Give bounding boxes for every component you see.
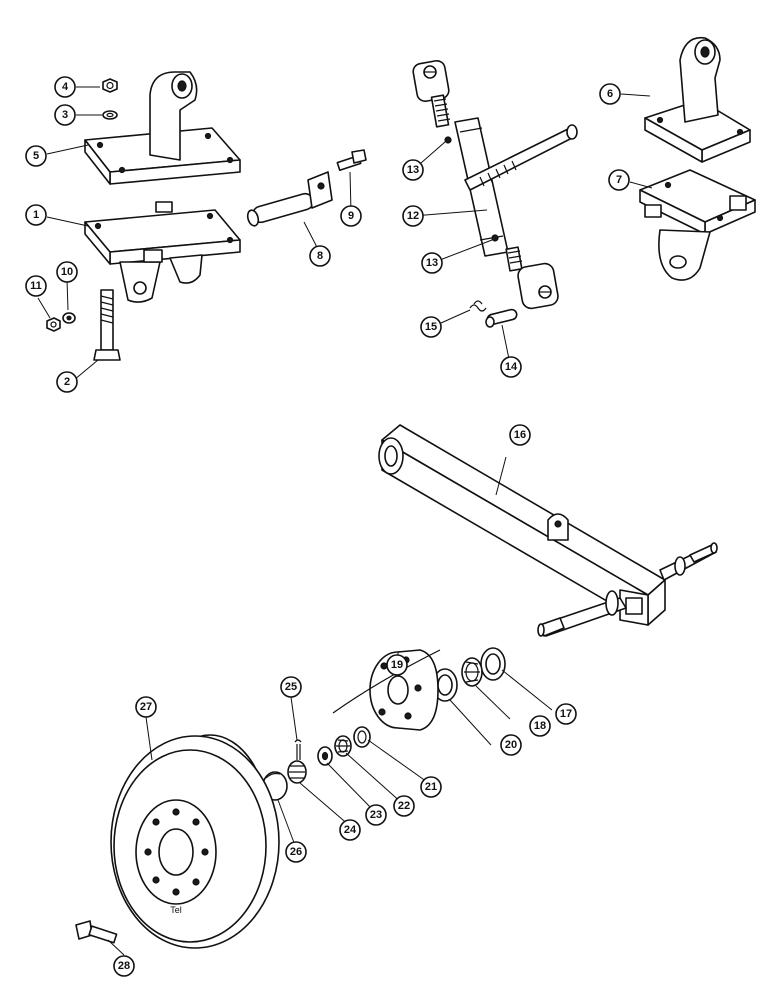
callout-26: 26: [285, 841, 307, 863]
callout-10: 10: [56, 261, 78, 283]
svg-text:23: 23: [370, 809, 382, 821]
lock-washer: [62, 312, 76, 324]
callout-17: 17: [555, 703, 577, 725]
lower-threaded-rod: [505, 246, 523, 272]
svg-text:18: 18: [534, 720, 546, 732]
upper-right-bracket: [644, 36, 751, 163]
turnbuckle-assembly: [412, 59, 578, 310]
lower-mount-bracket: [84, 201, 241, 303]
wheel-hub: [369, 649, 439, 731]
callout-4: 4: [54, 76, 76, 98]
callout-15: 15: [420, 316, 442, 338]
svg-text:20: 20: [505, 739, 517, 751]
callout-9: 9: [340, 205, 362, 227]
washer: [102, 110, 118, 120]
callout-13-lower: 13: [421, 252, 443, 274]
grease-fitting-upper: [444, 136, 452, 144]
small-nut: [46, 317, 61, 332]
svg-text:21: 21: [425, 781, 437, 793]
callout-11: 11: [25, 275, 47, 297]
svg-text:16: 16: [514, 429, 526, 441]
svg-text:26: 26: [290, 846, 302, 858]
svg-text:15: 15: [425, 321, 437, 333]
spindle-left: [537, 590, 627, 637]
hub-group-bracket: [332, 649, 441, 714]
spindle-right: [659, 542, 718, 581]
callout-22: 22: [393, 795, 415, 817]
lug-bolt: [75, 920, 118, 944]
callout-6: 6: [599, 83, 621, 105]
spindle-washer: [317, 746, 333, 766]
pin-with-tab: [246, 171, 333, 227]
svg-text:4: 4: [62, 81, 69, 93]
nut: [102, 78, 118, 93]
cap-screw: [336, 149, 367, 172]
upper-mount-bracket: [84, 71, 241, 185]
callout-13-upper: 13: [402, 159, 424, 181]
svg-text:11: 11: [30, 280, 42, 292]
svg-text:7: 7: [616, 174, 622, 186]
mount-bolt: [93, 289, 121, 361]
callout-23: 23: [365, 804, 387, 826]
svg-text:19: 19: [391, 659, 403, 671]
inner-bearing-cone: [461, 657, 483, 687]
svg-text:12: 12: [407, 210, 419, 222]
svg-text:3: 3: [62, 109, 68, 121]
callout-28: 28: [113, 955, 135, 977]
callout-5: 5: [25, 145, 47, 167]
grease-fitting-lower: [491, 234, 499, 242]
svg-text:14: 14: [505, 361, 518, 373]
callout-2: 2: [56, 371, 78, 393]
clevis-pin: [485, 308, 518, 328]
wheel-marking: Tel: [170, 905, 182, 915]
turnbuckle-handle: [464, 124, 578, 191]
svg-text:9: 9: [348, 210, 354, 222]
callout-25: 25: [280, 676, 302, 698]
callout-12: 12: [402, 205, 424, 227]
callout-16: 16: [509, 424, 531, 446]
callout-1: 1: [25, 204, 47, 226]
svg-text:2: 2: [64, 376, 70, 388]
callout-3: 3: [54, 104, 76, 126]
outer-bearing-cup: [353, 726, 371, 748]
inner-bearing-cup: [432, 668, 458, 702]
grease-seal: [480, 647, 506, 681]
callouts: 4 3 5 1 11 10 2 8 9 13 12 13 15 14 6 7 1…: [25, 76, 630, 977]
callout-19: 19: [386, 654, 408, 676]
callout-24: 24: [339, 819, 361, 841]
turnbuckle-body: [454, 117, 509, 257]
upper-threaded-rod: [430, 94, 451, 128]
callout-7: 7: [608, 169, 630, 191]
svg-text:10: 10: [61, 266, 73, 278]
cotter-pin: [469, 300, 487, 312]
svg-text:5: 5: [33, 150, 39, 162]
svg-text:13: 13: [426, 257, 438, 269]
wheel-rim: Tel: [110, 734, 280, 949]
svg-text:13: 13: [407, 164, 419, 176]
callout-20: 20: [500, 734, 522, 756]
svg-text:24: 24: [344, 824, 357, 836]
upper-clevis: [412, 59, 450, 103]
callout-8: 8: [309, 245, 331, 267]
hub-cotter-pin: [294, 739, 302, 760]
callout-27: 27: [135, 696, 157, 718]
svg-text:22: 22: [398, 800, 410, 812]
outer-bearing-cone: [334, 735, 352, 757]
slotted-nut: [287, 760, 307, 784]
svg-text:8: 8: [317, 250, 323, 262]
lower-right-bracket: [639, 169, 756, 281]
svg-text:27: 27: [140, 701, 152, 713]
svg-text:28: 28: [118, 960, 130, 972]
svg-text:17: 17: [560, 708, 572, 720]
lower-clevis: [517, 262, 559, 310]
svg-text:25: 25: [285, 681, 297, 693]
axle-beam: [378, 424, 666, 626]
svg-text:6: 6: [607, 88, 613, 100]
callout-18: 18: [529, 715, 551, 737]
callout-14: 14: [500, 356, 522, 378]
callout-21: 21: [420, 776, 442, 798]
svg-text:1: 1: [33, 209, 39, 221]
